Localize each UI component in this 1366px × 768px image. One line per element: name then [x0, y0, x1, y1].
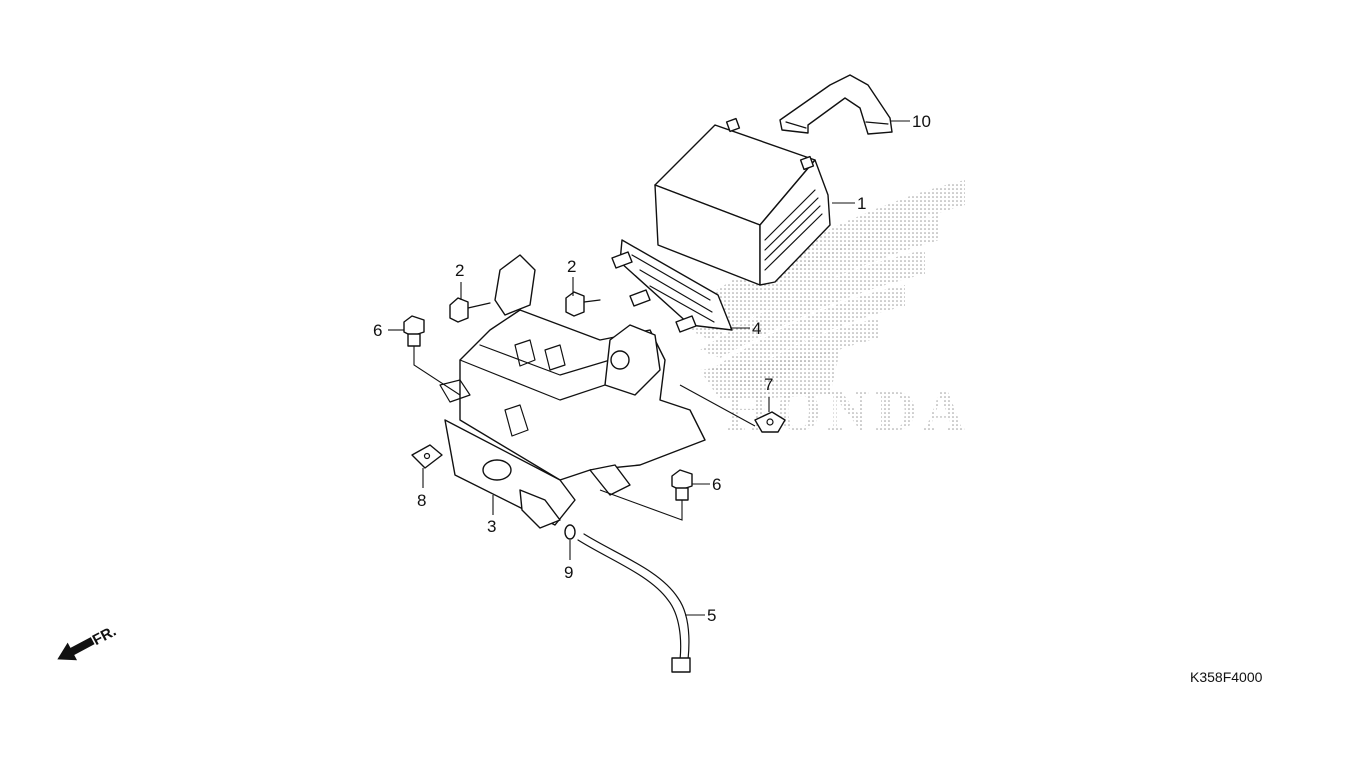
battery-box-part [439, 254, 706, 529]
callout-2-left: 2 [455, 261, 464, 280]
rubber-tray-part [611, 239, 733, 333]
callout-5: 5 [707, 606, 716, 625]
leader-lines [388, 120, 910, 616]
battery-band-part [779, 74, 893, 135]
clip-part-8 [411, 444, 443, 469]
bolt-part-right [671, 469, 693, 501]
callout-8: 8 [417, 491, 426, 510]
callout-3: 3 [487, 517, 496, 536]
drawing-code: K358F4000 [1190, 669, 1263, 685]
callout-7: 7 [764, 375, 773, 394]
battery-part [654, 117, 831, 286]
callout-1: 1 [857, 194, 866, 213]
front-direction-arrow-icon [57, 637, 95, 661]
screw-part-left [449, 297, 491, 323]
front-direction-label: FR. [90, 623, 119, 649]
callout-4: 4 [752, 319, 761, 338]
callout-10: 10 [912, 112, 931, 131]
callout-9: 9 [564, 563, 573, 582]
callout-2-right: 2 [567, 257, 576, 276]
screw-part-right [565, 291, 601, 317]
hose-clamp-part-9 [564, 524, 576, 540]
breather-tube-part-5 [577, 533, 691, 673]
honda-watermark-text: HONDA [725, 378, 971, 443]
bolt-part-left [403, 315, 425, 347]
clip-nut-part-7 [754, 411, 786, 433]
callout-6-left: 6 [373, 321, 382, 340]
callout-6-right: 6 [712, 475, 721, 494]
